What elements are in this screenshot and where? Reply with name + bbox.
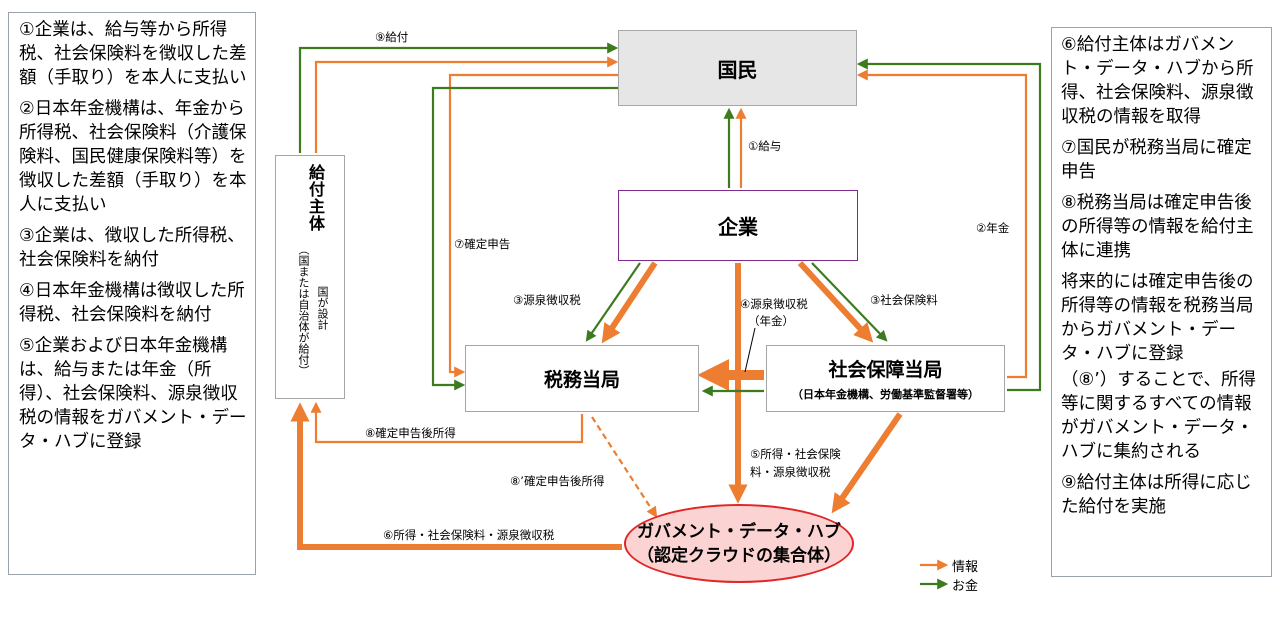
arrow-7-tax-return-info <box>448 73 618 378</box>
arrow-5-shakai-to-hub <box>831 412 903 514</box>
arrow-3-social-insurance-money <box>811 262 888 342</box>
node-benefit-provider: 給付主体 （国または自治体が給付） 国が設計 <box>275 155 345 399</box>
node-government-data-hub: ガバメント・データ・ハブ （認定クラウドの集合体） <box>624 504 854 583</box>
node-social-security-authority: 社会保障当局 （日本年金機構、労働基準監督署等） <box>766 345 1005 412</box>
edge-label-5-line2: 料・源泉徴収税 <box>750 465 831 479</box>
right-note-item: 将来的には確定申告後の所得等の情報を税務当局からガバメント・データ・ハブに登録 <box>1061 272 1254 364</box>
node-company: 企業 <box>618 190 858 261</box>
node-hub-line2: （認定クラウドの集合体） <box>637 545 841 566</box>
edge-label-6: ⑥所得・社会保険料・源泉徴収税 <box>383 528 555 542</box>
node-benefit-provider-design-note: 国が設計 <box>316 286 329 330</box>
node-benefit-provider-subtitle: （国または自治体が給付） <box>297 244 310 376</box>
edge-label-8: ⑧確定申告後所得 <box>365 426 456 440</box>
arrow-2-pension-info <box>856 69 1028 379</box>
node-tax-authority-label: 税務当局 <box>543 369 620 391</box>
node-social-security-title: 社会保障当局 <box>828 359 943 381</box>
node-social-security-subtitle: （日本年金機構、労働基準監督署等） <box>792 388 979 401</box>
right-note-item: ⑧税務当局は確定申告後の所得等の情報を給付主体に連携 <box>1061 193 1254 261</box>
edge-label-1: ①給与 <box>748 139 782 153</box>
edge-label-3-withholding: ③源泉徴収税 <box>513 293 581 307</box>
left-note-item: ⑤企業および日本年金機構は、給与または年金（所得）、社会保険料、源泉徴収税の情報… <box>19 336 247 452</box>
legend-money-label: お金 <box>952 579 979 594</box>
arrow-6-hub-to-kyufu <box>290 402 622 550</box>
edge-label-5-line1: ⑤所得・社会保険 <box>750 447 841 461</box>
arrow-9-kyufu-payment <box>298 42 619 153</box>
left-note-item: ①企業は、給与等から所得税、社会保険料を徴収した差額（手取り）を本人に支払い <box>19 20 247 88</box>
node-tax-authority: 税務当局 <box>465 345 699 412</box>
left-note-item: ③企業は、徴収した所得税、社会保険料を納付 <box>19 226 245 270</box>
node-company-label: 企業 <box>718 215 758 239</box>
connector-4-label <box>744 327 756 373</box>
left-note-item: ④日本年金機構は徴収した所得税、社会保険料を納付 <box>19 281 245 325</box>
node-hub-line1: ガバメント・データ・ハブ <box>637 521 841 542</box>
arrow-8-post-return-income <box>310 401 584 444</box>
arrow-2-pension-money <box>856 58 1042 392</box>
left-note-item: ②日本年金機構は、年金から所得税、社会保険料（介護保険料、国民健康保険料等）を徴… <box>19 99 247 215</box>
right-note-item: ⑦国民が税務当局に確定申告 <box>1061 138 1252 182</box>
arrow-3-withholding-money <box>585 262 641 342</box>
node-citizens-label: 国民 <box>717 57 758 82</box>
edge-label-3-social: ③社会保険料 <box>870 293 938 307</box>
legend-info-label: 情報 <box>952 560 979 575</box>
edge-label-9: ⑨給付 <box>375 30 409 44</box>
edge-label-8p: ⑧’確定申告後所得 <box>510 474 605 488</box>
right-explanation-panel: ⑥給付主体はガバメント・データ・ハブから所得、社会保険料、源泉徴収税の情報を取得… <box>1051 27 1272 577</box>
right-note-item: ⑥給付主体はガバメント・データ・ハブから所得、社会保険料、源泉徴収税の情報を取得 <box>1061 35 1254 127</box>
arrow-3-social-insurance-info <box>797 260 874 343</box>
edge-label-4-line2: （年金） <box>748 314 794 328</box>
arrow-kyufu-info <box>314 56 619 153</box>
node-citizens: 国民 <box>618 30 857 106</box>
edge-label-2: ②年金 <box>976 221 1010 235</box>
left-explanation-panel: ①企業は、給与等から所得税、社会保険料を徴収した差額（手取り）を本人に支払い ②… <box>8 12 256 575</box>
arrow-3-withholding-info <box>601 261 658 344</box>
right-note-item: （⑧’）することで、所得等に関するすべての情報がガバメント・データ・ハブに集約さ… <box>1061 370 1257 462</box>
edge-label-7: ⑦確定申告 <box>454 237 511 251</box>
right-note-item: ⑨給付主体は所得に応じた給付を実施 <box>1061 473 1252 517</box>
edge-label-4-line1: ④源泉徴収税 <box>740 297 808 311</box>
arrow-7-tax-return-money <box>431 86 618 391</box>
node-benefit-provider-title: 給付主体 <box>306 164 325 232</box>
arrow-8p-future-registration <box>591 416 658 518</box>
